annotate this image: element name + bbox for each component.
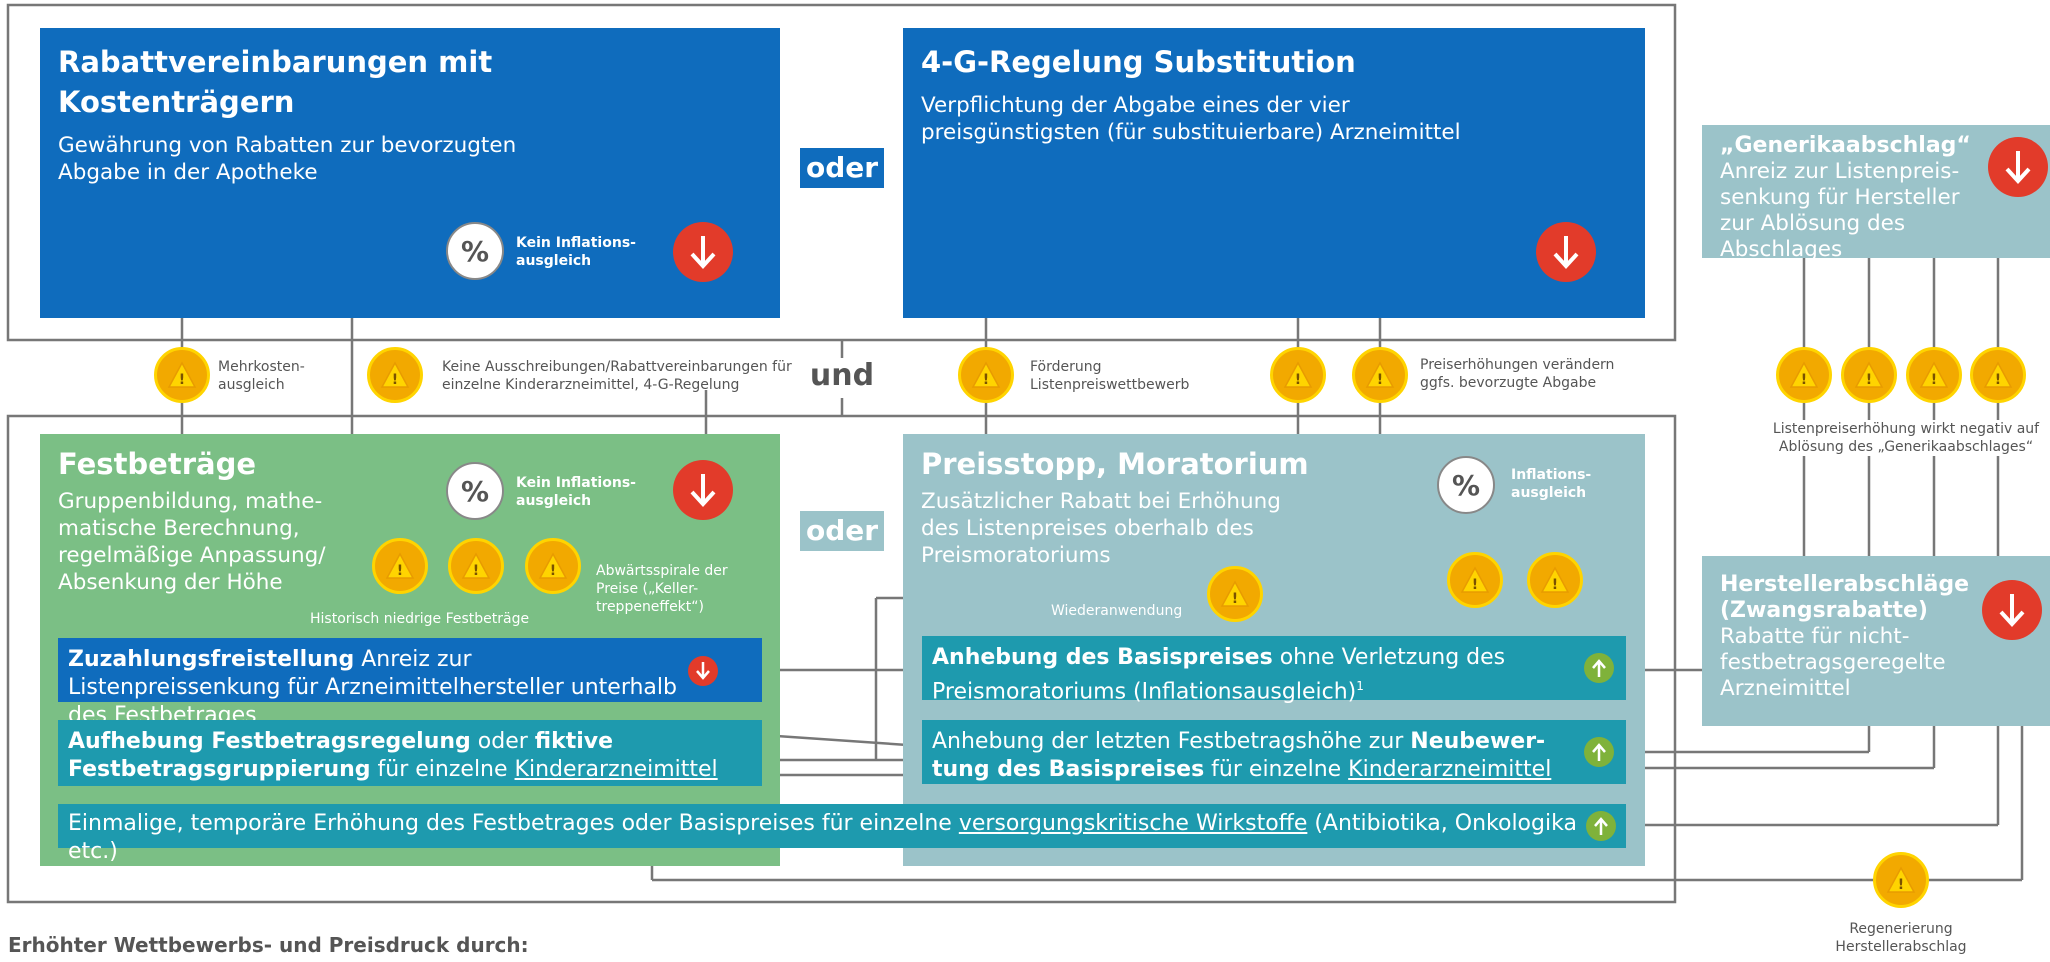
svg-text:!: ! — [1295, 372, 1301, 388]
svg-text:!: ! — [1866, 372, 1872, 388]
connector-und: und — [800, 358, 884, 398]
annotation-wiederanwendung: Wiederanwendung — [1051, 603, 1183, 619]
box-description: Zusätzlicher Rabatt bei Erhöhung des Lis… — [921, 489, 1281, 568]
warning-icon: ! — [1906, 347, 1962, 403]
svg-text:!: ! — [1232, 591, 1238, 607]
box-description: Verpflichtung der Abgabe eines der vier … — [921, 93, 1461, 145]
bar-text: Anhebung der letzten Festbetragshöhe zur — [932, 729, 1411, 754]
bar-anhebung-basispreis: Anhebung des Basispreises ohne Verletzun… — [922, 636, 1626, 704]
svg-text:!: ! — [550, 563, 556, 579]
bar-underlined-text: Kinderarzneimittel — [514, 757, 718, 782]
svg-text:!: ! — [1377, 372, 1383, 388]
annotation-abwaertsspirale: Abwärtsspirale der Preise („Keller-trepp… — [596, 563, 728, 615]
warning-icon: ! — [367, 347, 423, 403]
annotation-mehrkosten: Mehrkosten-ausgleich — [218, 359, 305, 393]
warning-icon: ! — [958, 347, 1014, 403]
warning-icon: ! — [1447, 552, 1503, 608]
icon-label: Kein Inflations-ausgleich — [516, 235, 636, 269]
annotation-regenerierung: Regenerierung Herstellerabschlag — [1835, 921, 1967, 955]
bar-bold-text: Zuzahlungsfreistellung — [68, 647, 355, 672]
warning-icon: ! — [372, 538, 428, 594]
box-title: 4-G-Regelung Substitution — [921, 45, 1356, 79]
box-herstellerabschlaege: Herstellerabschläge (Zwangsrabatte) Raba… — [1702, 556, 2050, 726]
annotation-keine-ausschreibungen: Keine Ausschreibungen/Rabattvereinbarung… — [442, 359, 792, 393]
box-generikaabschlag: „Generikaabschlag“ Anreiz zur Listenprei… — [1702, 125, 2050, 262]
no-percent-icon: % — [446, 462, 504, 520]
bar-aufhebung-festbetragsregelung: Aufhebung Festbetragsregelung oder fikti… — [58, 720, 762, 786]
warning-icon: ! — [1970, 347, 2026, 403]
box-rabattvereinbarungen: Rabattvereinbarungen mit Kostenträgern G… — [40, 28, 780, 318]
connector-oder: oder — [800, 148, 884, 188]
box-title: Rabattvereinbarungen mit Kostenträgern — [58, 45, 493, 119]
warning-icon: ! — [1841, 347, 1897, 403]
icon-label: Kein Inflations-ausgleich — [516, 475, 636, 509]
bar-text: (Antibiotika, Onkologika etc.) — [68, 811, 1577, 864]
box-description: Gewährung von Rabatten zur bevorzugten A… — [58, 133, 517, 185]
bar-text: oder — [470, 729, 535, 754]
icon-label: Inflations-ausgleich — [1511, 467, 1592, 501]
warning-icon: ! — [154, 347, 210, 403]
bar-text: ohne Verletzung des Preismoratoriums (In… — [932, 645, 1506, 705]
warning-icon: ! — [525, 538, 581, 594]
svg-text:!: ! — [1801, 372, 1807, 388]
bar-underlined-text: versorgungskritische Wirkstoffe — [958, 811, 1308, 836]
box-4g-regelung: 4-G-Regelung Substitution Verpflichtung … — [903, 28, 1645, 318]
box-title: Preisstopp, Moratorium — [921, 447, 1309, 481]
svg-text:!: ! — [1472, 577, 1478, 593]
box-description: Rabatte für nicht-festbetragsgeregelte A… — [1720, 624, 1946, 701]
warning-icon: ! — [1270, 347, 1326, 403]
warning-icon: ! — [448, 538, 504, 594]
bar-bold-text: Aufhebung Festbetragsregelung — [68, 729, 471, 754]
warning-icon: ! — [1873, 852, 1929, 908]
down-arrow-icon — [688, 656, 718, 686]
annotation-historisch: Historisch niedrige Festbeträge — [310, 611, 530, 627]
svg-text:!: ! — [1552, 577, 1558, 593]
svg-text:!: ! — [1995, 372, 2001, 388]
box-title: Festbeträge — [58, 447, 257, 481]
bar-bold-text: Anhebung des Basispreises — [932, 645, 1273, 670]
down-arrow-icon — [673, 222, 733, 282]
no-percent-icon: % — [446, 222, 504, 280]
svg-text:!: ! — [179, 372, 185, 388]
svg-text:!: ! — [473, 563, 479, 579]
up-arrow-icon — [1584, 737, 1614, 767]
percent-icon: % — [1437, 456, 1495, 514]
bar-anhebung-letzte-festbetragshoehe: Anhebung der letzten Festbetragshöhe zur… — [922, 720, 1626, 784]
warning-icon: ! — [1776, 347, 1832, 403]
box-description: Anreiz zur Listenpreis-senkung für Herst… — [1720, 159, 1960, 262]
box-title: Herstellerabschläge (Zwangsrabatte) — [1720, 572, 1970, 623]
svg-text:!: ! — [397, 563, 403, 579]
footer-heading: Erhöhter Wettbewerbs- und Preisdruck dur… — [8, 933, 529, 957]
bar-text: Einmalige, temporäre Erhöhung des Festbe… — [68, 811, 959, 836]
box-title: „Generikaabschlag“ — [1720, 133, 1971, 158]
down-arrow-icon — [1982, 580, 2042, 640]
annotation-preiserhoehungen: Preiserhöhungen verändern ggfs. bevorzug… — [1420, 357, 1615, 391]
bar-bold-text: Neubewer-tung des Basispreises — [932, 729, 1546, 782]
down-arrow-icon — [673, 460, 733, 520]
bar-underlined-text: Kinderarzneimittel — [1348, 757, 1552, 782]
footnote-marker: 1 — [1356, 679, 1364, 693]
bar-bold-text: fiktive Festbetragsgruppierung — [68, 729, 614, 782]
up-arrow-icon — [1584, 653, 1614, 683]
box-description: Gruppenbildung, mathe-matische Berechnun… — [58, 489, 326, 595]
svg-text:!: ! — [983, 372, 989, 388]
svg-text:!: ! — [1898, 877, 1904, 893]
bar-zuzahlungsfreistellung: Zuzahlungsfreistellung Anreiz zur Listen… — [58, 638, 762, 728]
warning-icon: ! — [1527, 552, 1583, 608]
connector-oder: oder — [800, 511, 884, 551]
svg-text:!: ! — [392, 372, 398, 388]
up-arrow-icon — [1586, 811, 1616, 841]
down-arrow-icon — [1536, 222, 1596, 282]
bar-einmalige-erhoehung: Einmalige, temporäre Erhöhung des Festbe… — [58, 804, 1626, 864]
bar-text: für einzelne — [1204, 757, 1349, 782]
annotation-foerderung: Förderung Listenpreiswettbewerb — [1030, 359, 1190, 393]
down-arrow-icon — [1988, 137, 2048, 197]
warning-icon: ! — [1207, 566, 1263, 622]
svg-text:!: ! — [1931, 372, 1937, 388]
bar-text: für einzelne — [370, 757, 515, 782]
annotation-listenpreiserhoehung: Listenpreiserhöhung wirkt negativ auf Ab… — [1762, 420, 2050, 456]
warning-icon: ! — [1352, 347, 1408, 403]
